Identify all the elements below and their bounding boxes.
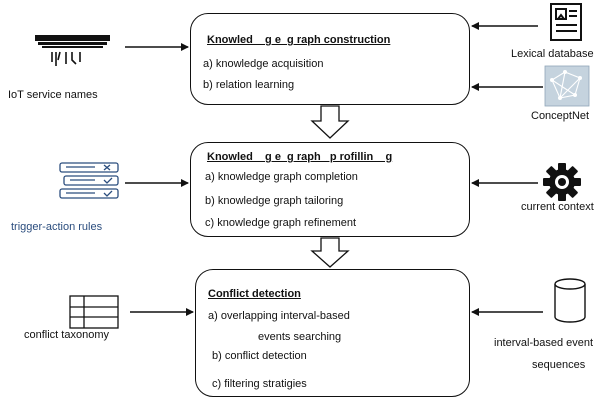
stage2-box bbox=[190, 142, 470, 237]
taxonomy-table-icon bbox=[69, 295, 119, 329]
stage3-title: Conflict detection bbox=[208, 288, 301, 300]
stage2-item-b: b) knowledge graph tailoring bbox=[205, 195, 344, 207]
interval-label-line2: sequences bbox=[532, 359, 586, 371]
flow-arrow-stage2-to-stage3 bbox=[310, 237, 350, 268]
iot-device-icon bbox=[35, 35, 110, 66]
rules-checklist-icon bbox=[59, 162, 119, 199]
lexical-label: Lexical database bbox=[511, 48, 594, 60]
stage1-item-b: b) relation learning bbox=[203, 79, 295, 91]
lexical-database-icon bbox=[550, 3, 582, 41]
stage3-item-c: c) filtering stratigies bbox=[212, 378, 307, 390]
interval-label-line1: interval-based event bbox=[494, 337, 594, 349]
stage1-item-a: a) knowledge acquisition bbox=[203, 58, 324, 70]
database-cylinder-icon bbox=[554, 278, 586, 323]
stage2-item-a: a) knowledge graph completion bbox=[205, 171, 358, 183]
stage1-title: Knowled g e g raph construction bbox=[207, 34, 391, 46]
iot-label: IoT service names bbox=[8, 89, 98, 101]
stage2-item-c: c) knowledge graph refinement bbox=[205, 217, 357, 229]
conceptnet-label: ConceptNet bbox=[531, 110, 590, 122]
stage3-item-a: a) overlapping interval-based bbox=[208, 310, 350, 322]
stage2-title: Knowled g e g raph p rofillin g bbox=[207, 151, 393, 163]
flow-arrow-stage1-to-stage2 bbox=[310, 105, 350, 139]
conceptnet-graph-icon bbox=[544, 65, 590, 107]
rules-label: trigger-action rules bbox=[11, 221, 103, 233]
stage1-box bbox=[190, 13, 470, 105]
stage3-box bbox=[195, 269, 470, 397]
gear-icon bbox=[543, 163, 581, 201]
stage3-item-b: b) conflict detection bbox=[212, 350, 307, 362]
taxonomy-label: conflict taxonomy bbox=[24, 329, 109, 341]
stage3-item-a-cont: events searching bbox=[258, 331, 342, 343]
context-label: current context bbox=[521, 201, 594, 213]
